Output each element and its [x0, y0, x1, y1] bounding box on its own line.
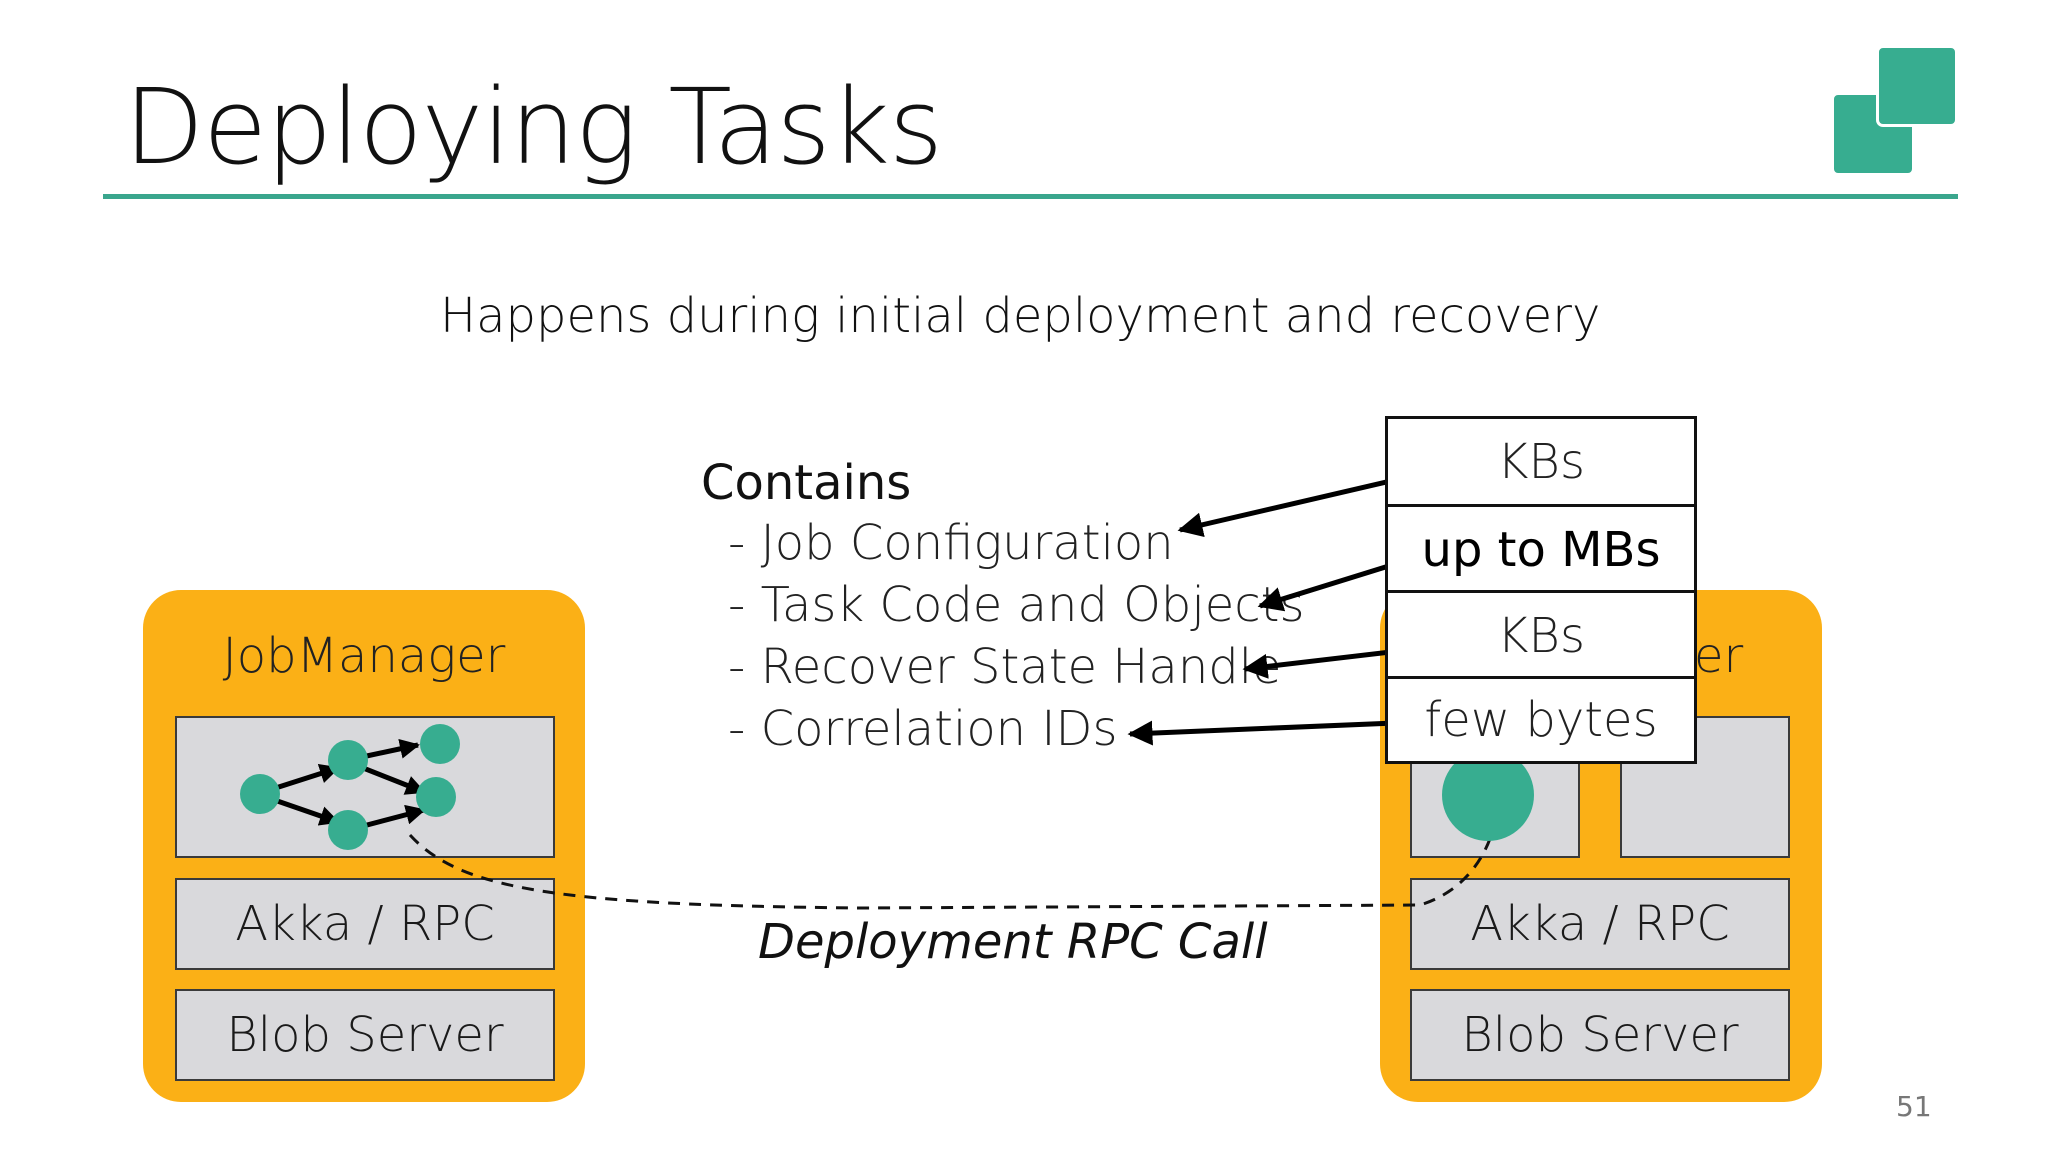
contains-heading: Contains	[701, 455, 912, 511]
deployed-task-node	[1442, 749, 1534, 841]
size-divider	[1388, 504, 1694, 507]
arrow-mbs-to-task-code	[1257, 557, 1409, 612]
taskmanager-blob-server-layer: Blob Server	[1410, 989, 1790, 1081]
rpc-call-label: Deployment RPC Call	[758, 914, 1268, 970]
dag-node	[416, 777, 456, 817]
jobmanager-title: JobManager	[222, 628, 506, 684]
slide-title: Deploying Tasks	[124, 66, 943, 188]
contains-item-task-code: - Task Code and Objects	[728, 577, 1305, 633]
size-cell-state-handle: KBs	[1497, 608, 1585, 664]
size-cell-task-code: up to MBs	[1421, 522, 1661, 578]
size-divider	[1388, 676, 1694, 679]
taskmanager-akka-rpc-layer: Akka / RPC	[1410, 878, 1790, 970]
contains-item-state-handle: - Recover State Handle	[728, 639, 1282, 695]
arrow-kbs-to-state-handle	[1242, 647, 1409, 679]
dag-node	[328, 740, 368, 780]
page-number: 51	[1896, 1090, 1932, 1123]
size-divider	[1388, 590, 1694, 593]
slide-subtitle: Happens during initial deployment and re…	[440, 288, 1601, 344]
logo-square-front	[1876, 45, 1958, 127]
contains-item-correlation-ids: - Correlation IDs	[728, 701, 1118, 757]
dag-node	[240, 774, 280, 814]
taskmanager-title: er	[1694, 628, 1744, 684]
contains-item-job-configuration: - Job Configuration	[728, 515, 1174, 571]
size-stack: KBs up to MBs KBs few bytes	[1385, 416, 1697, 764]
size-cell-correlation-ids: few bytes	[1424, 692, 1658, 748]
arrow-kbs-to-job-config	[1177, 474, 1409, 538]
jobmanager-blob-server-layer: Blob Server	[175, 989, 555, 1081]
title-underline	[103, 194, 1958, 199]
dag-node	[420, 724, 460, 764]
dag-node	[328, 810, 368, 850]
rpc-call-path	[408, 803, 1504, 910]
jobmanager-akka-rpc-layer: Akka / RPC	[175, 878, 555, 970]
arrow-bytes-to-correlation	[1127, 720, 1396, 746]
size-cell-job-config: KBs	[1497, 434, 1585, 490]
